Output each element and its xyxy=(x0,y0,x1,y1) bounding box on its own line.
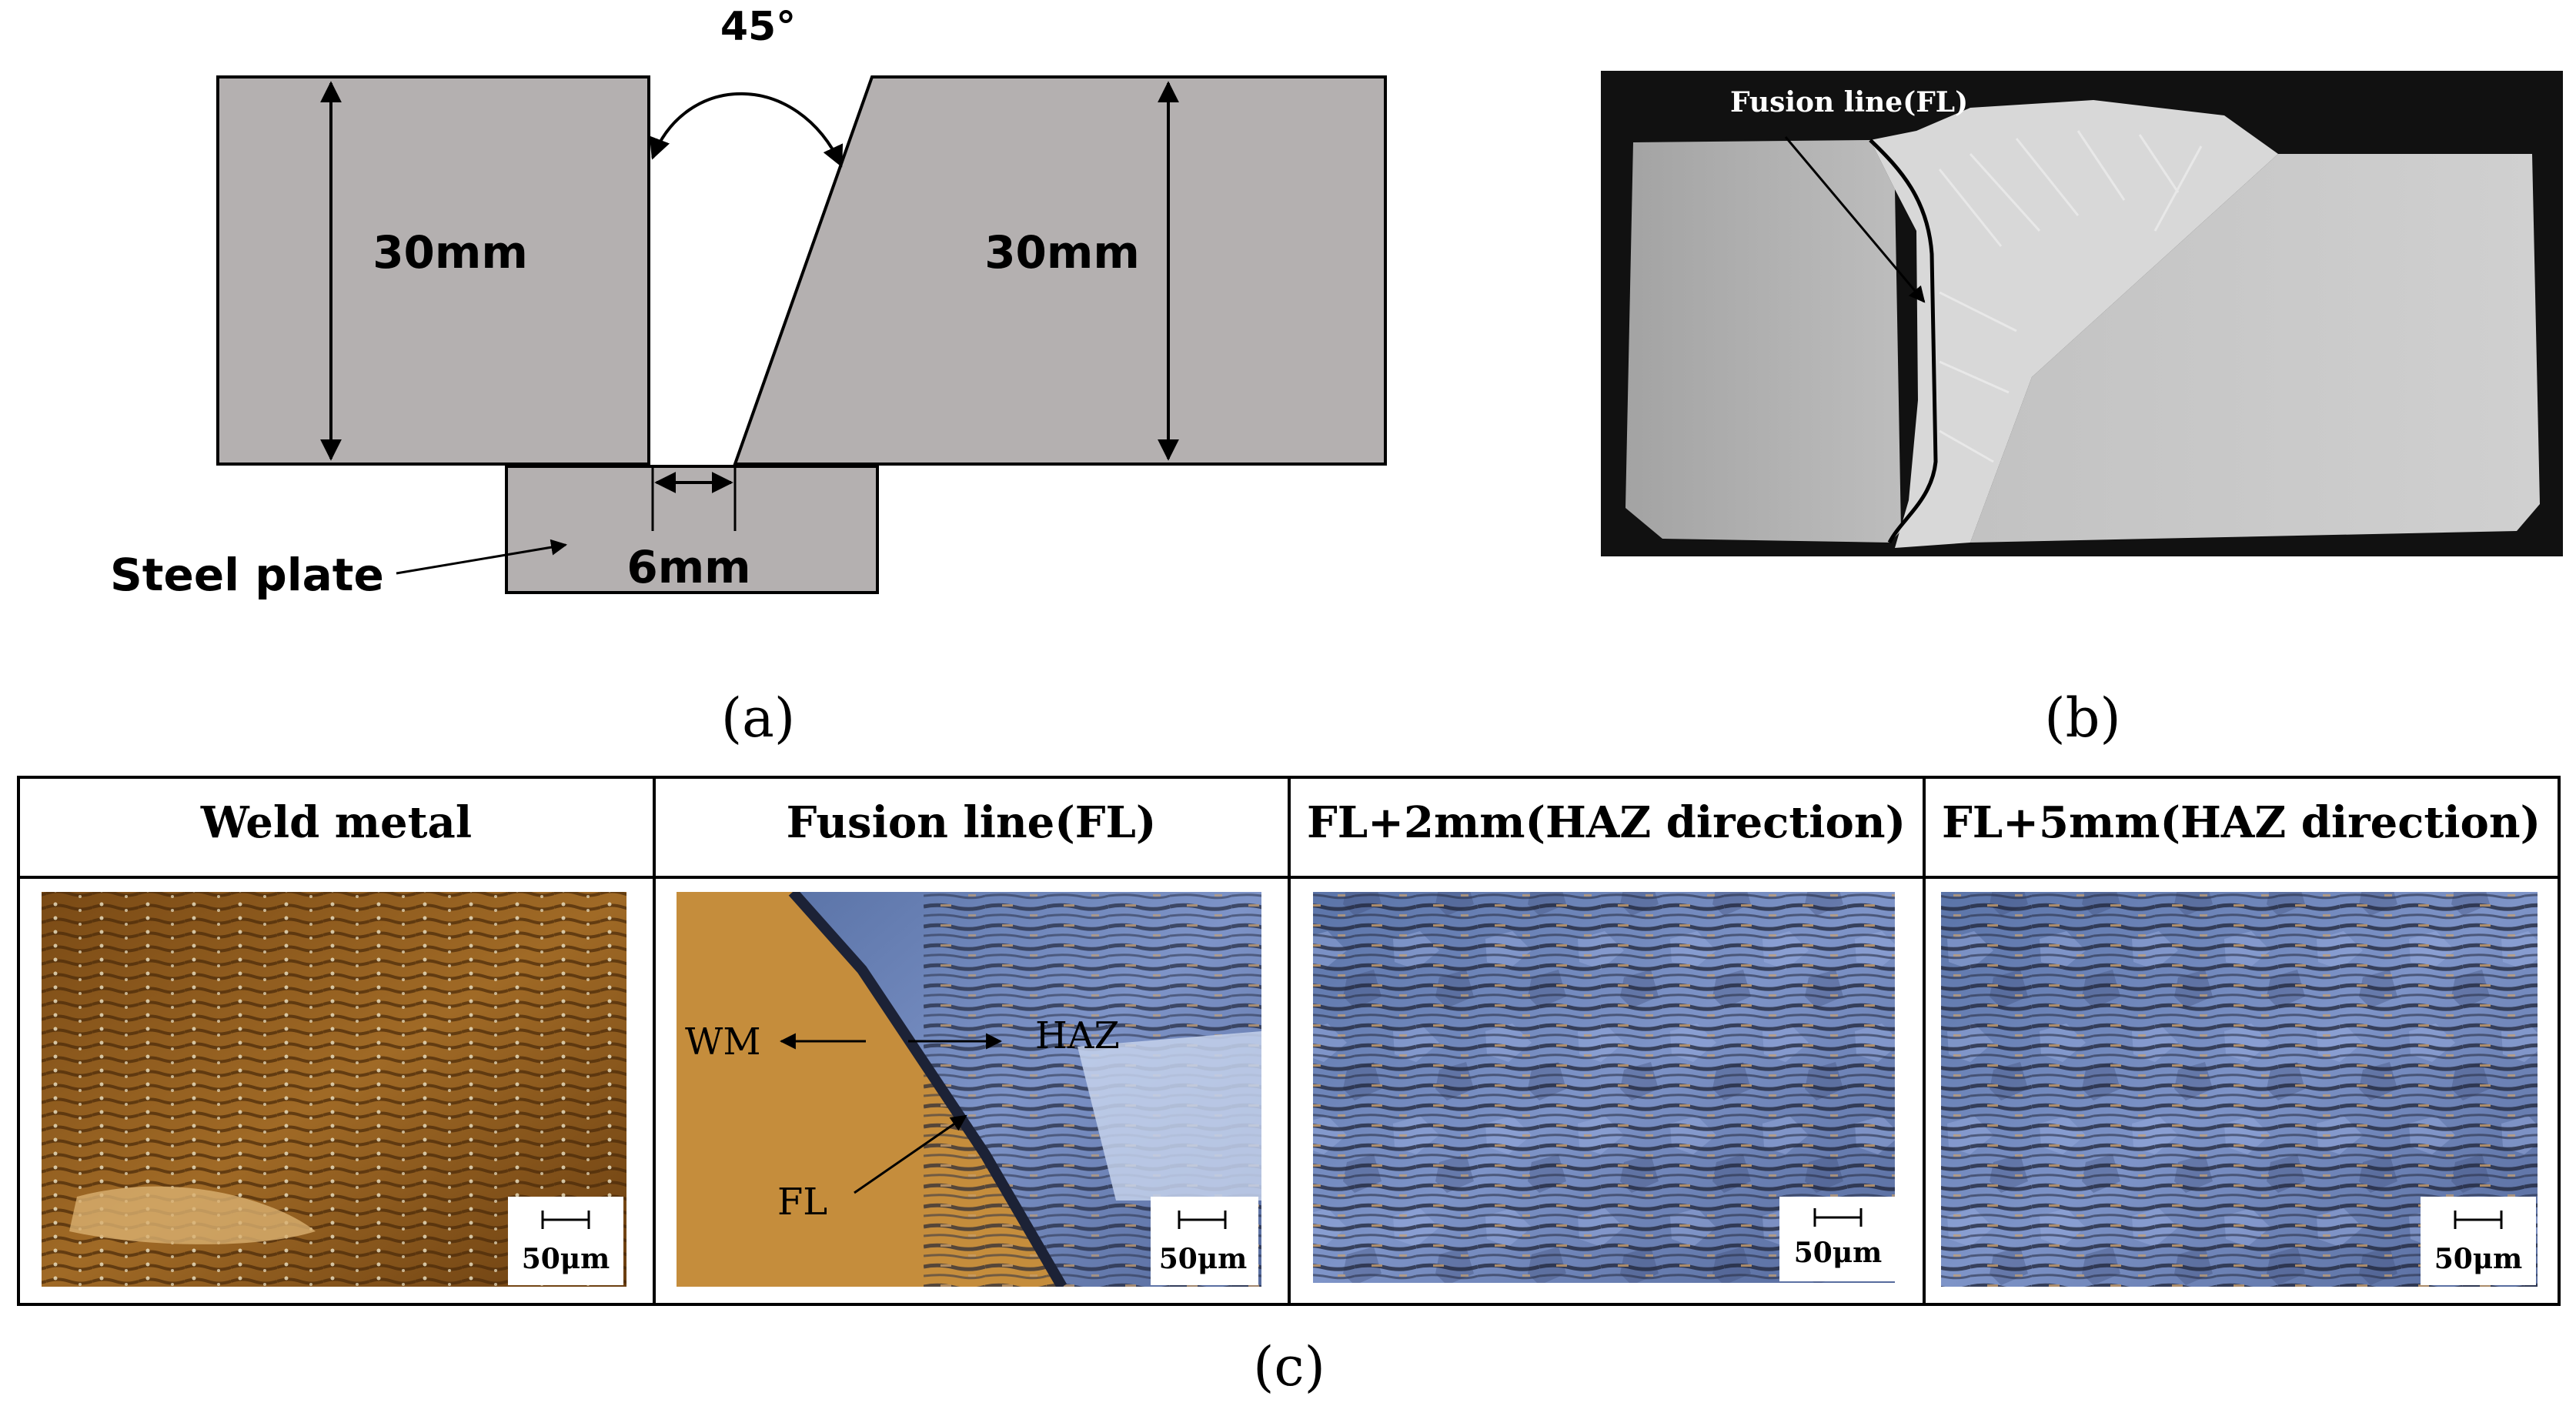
panel-c-caption: (c) xyxy=(1253,1335,1325,1398)
scale-label-4: 50μm xyxy=(2434,1243,2523,1275)
bevel-angle-arc xyxy=(649,92,844,168)
scale-label-2: 50μm xyxy=(1159,1243,1248,1275)
micrograph-fl-5mm: 50μm xyxy=(1941,892,2538,1287)
scale-label-3: 50μm xyxy=(1794,1237,1883,1269)
fusion-line-label: Fusion line(FL) xyxy=(1730,86,1968,119)
panel-b-caption: (b) xyxy=(2044,686,2120,750)
angle-label: 45° xyxy=(720,4,796,50)
header-weld-metal: Weld metal xyxy=(200,797,472,848)
scale-box-3 xyxy=(1779,1197,1895,1281)
panel-c: Weld metal Fusion line(FL) FL+2mm(HAZ di… xyxy=(17,776,2561,1398)
header-fl-5mm: FL+5mm(HAZ direction) xyxy=(1942,797,2541,848)
scale-box-1 xyxy=(508,1197,623,1285)
scale-box-4 xyxy=(2421,1197,2536,1285)
panel-a: 45° 30mm 30mm 6mm Steel plate (a) xyxy=(110,4,1387,750)
haz-label: HAZ xyxy=(1035,1014,1120,1057)
micrograph-fusion-line: WM HAZ FL 50μm xyxy=(677,892,1261,1287)
macro-specimen-right xyxy=(1970,154,2540,543)
macro-specimen-left xyxy=(1625,140,1901,543)
micrograph-fl-2mm: 50μm xyxy=(1313,892,1895,1283)
wm-label: WM xyxy=(685,1020,760,1064)
gap-label: 6mm xyxy=(626,541,750,593)
left-thickness-label: 30mm xyxy=(373,226,528,279)
scale-label-1: 50μm xyxy=(522,1243,610,1275)
right-plate xyxy=(733,75,1387,466)
right-thickness-label: 30mm xyxy=(984,226,1140,279)
fl-label: FL xyxy=(777,1181,827,1224)
panel-b: Fusion line(FL) (b) xyxy=(1601,71,2563,750)
header-fl-2mm: FL+2mm(HAZ direction) xyxy=(1307,797,1906,848)
fusion-line-pointer xyxy=(1784,136,1926,303)
fusion-line-trace xyxy=(1869,139,1938,544)
micrograph-weld-metal: 50μm xyxy=(42,892,626,1287)
macro-dendrites xyxy=(1938,130,2203,463)
panel-a-caption: (a) xyxy=(721,686,795,750)
header-fusion-line: Fusion line(FL) xyxy=(787,797,1157,848)
fl-arrow xyxy=(854,1114,967,1194)
scale-box-2 xyxy=(1151,1197,1258,1285)
steel-plate-label: Steel plate xyxy=(110,549,384,601)
steel-plate-leader xyxy=(396,539,568,575)
